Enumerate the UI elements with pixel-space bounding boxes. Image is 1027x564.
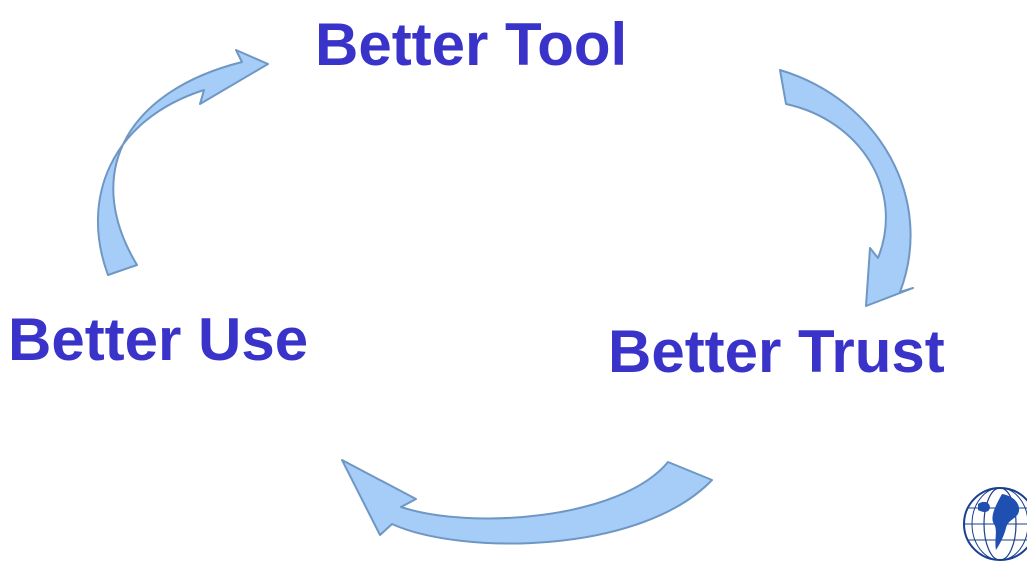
- label-better-tool: Better Tool: [315, 11, 628, 78]
- arrow-trust-to-use: [341, 459, 713, 545]
- arrow-tool-to-trust: [779, 69, 914, 307]
- label-better-use: Better Use: [8, 306, 309, 373]
- globe-logo-icon: [963, 487, 1027, 561]
- arrow-use-to-tool: [96, 49, 269, 276]
- label-better-trust: Better Trust: [608, 318, 945, 385]
